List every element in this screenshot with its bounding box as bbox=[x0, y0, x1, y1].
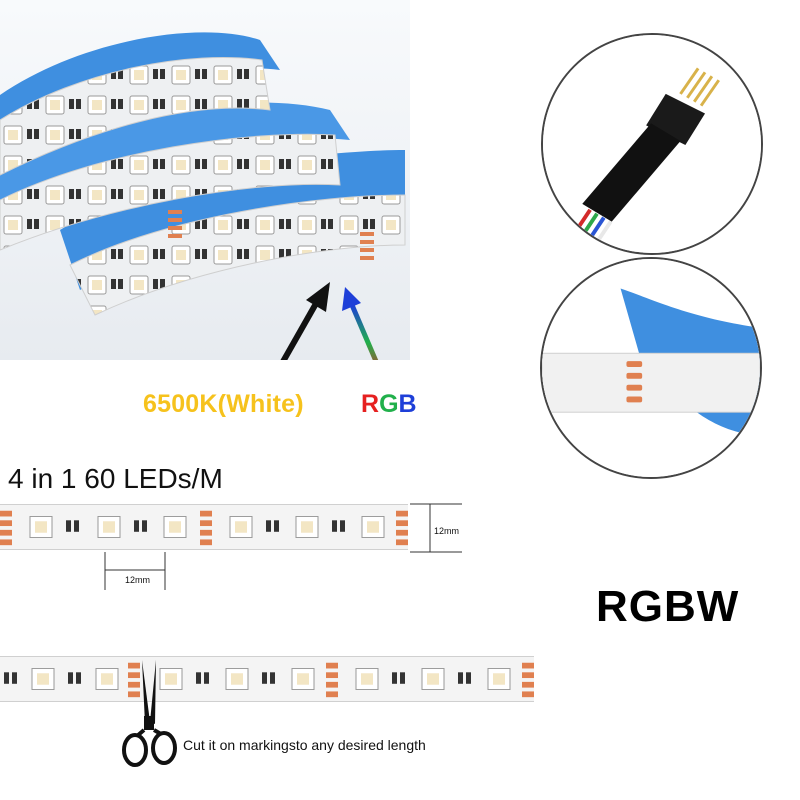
rgb-letter-r: R bbox=[361, 390, 380, 418]
tape-backing-illustration bbox=[542, 259, 760, 477]
led-strip-segment bbox=[0, 505, 408, 549]
width-dimension-line bbox=[410, 503, 462, 553]
white-led-label: 6500K(White) bbox=[143, 390, 304, 418]
rgb-letter-b: B bbox=[398, 390, 417, 418]
led-strip-reel-illustration bbox=[0, 0, 410, 360]
product-photo bbox=[0, 0, 410, 360]
scissors-icon bbox=[122, 660, 177, 767]
product-type-title: RGBW bbox=[596, 582, 740, 631]
cut-instruction-text: Cut it on markingsto any desired length bbox=[183, 737, 426, 753]
rgb-letter-g: G bbox=[379, 390, 399, 418]
pitch-dimension-line bbox=[104, 552, 166, 590]
strip-width-label: 12mm bbox=[434, 526, 460, 536]
connector-closeup bbox=[541, 33, 763, 255]
arrow-black-icon bbox=[280, 282, 330, 360]
adhesive-tape-closeup bbox=[540, 257, 762, 479]
connector-plug-icon bbox=[543, 35, 761, 253]
led-strip-dimension-view bbox=[0, 504, 408, 550]
arrow-rgb-icon bbox=[342, 287, 379, 360]
led-strip-cut-view bbox=[0, 656, 534, 702]
rgb-led-label: RGB bbox=[361, 390, 417, 419]
led-strip-segment-long bbox=[0, 657, 534, 701]
led-density-headline: 4 in 1 60 LEDs/M bbox=[8, 463, 223, 494]
led-pitch-label: 12mm bbox=[125, 575, 151, 585]
